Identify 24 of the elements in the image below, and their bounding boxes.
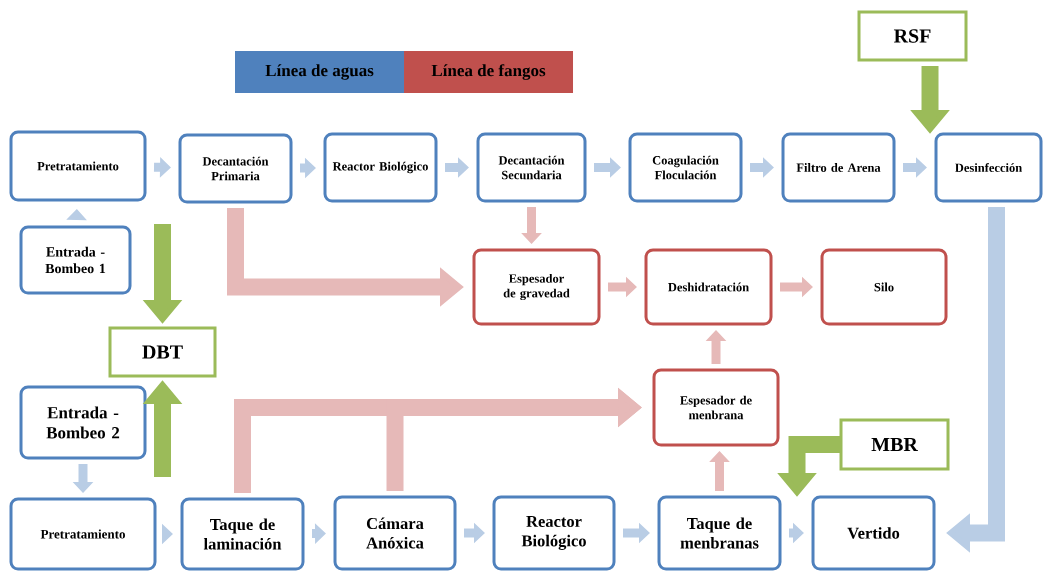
process-box: Cámara Anóxica [333, 495, 457, 571]
sludge-box: Espesador de gravedad [472, 248, 601, 326]
sludge-box: Deshidratación [644, 248, 773, 326]
process-box: Desinfección [934, 132, 1043, 203]
process-box: Entrada - Bombeo 2 [19, 385, 147, 460]
process-box: Decantación Secundaria [476, 132, 587, 203]
label-box: RSF [857, 10, 968, 62]
process-box: Filtro de Arena [781, 132, 896, 203]
process-box: Reactor Biológico [323, 132, 438, 203]
process-box: Decantación Primaria [178, 133, 293, 204]
label-box: DBT [108, 326, 217, 378]
legend-band: Línea de aguas [235, 51, 404, 93]
sludge-box: Espesador de menbrana [652, 368, 780, 447]
sludge-box: Silo [820, 248, 948, 326]
process-box: Pretratamiento [9, 130, 147, 202]
process-box: Coagulación Floculación [628, 132, 743, 203]
label-box: MBR [839, 418, 950, 471]
process-box: Pretratamiento [9, 497, 157, 571]
process-box: Taque de laminación [180, 497, 305, 571]
process-box: Reactor Biológico [492, 495, 616, 571]
process-box: Taque de menbranas [657, 495, 782, 571]
legend-band: Línea de fangos [404, 51, 573, 93]
process-box: Entrada - Bombeo 1 [19, 225, 132, 295]
process-box: Vertido [811, 495, 936, 571]
